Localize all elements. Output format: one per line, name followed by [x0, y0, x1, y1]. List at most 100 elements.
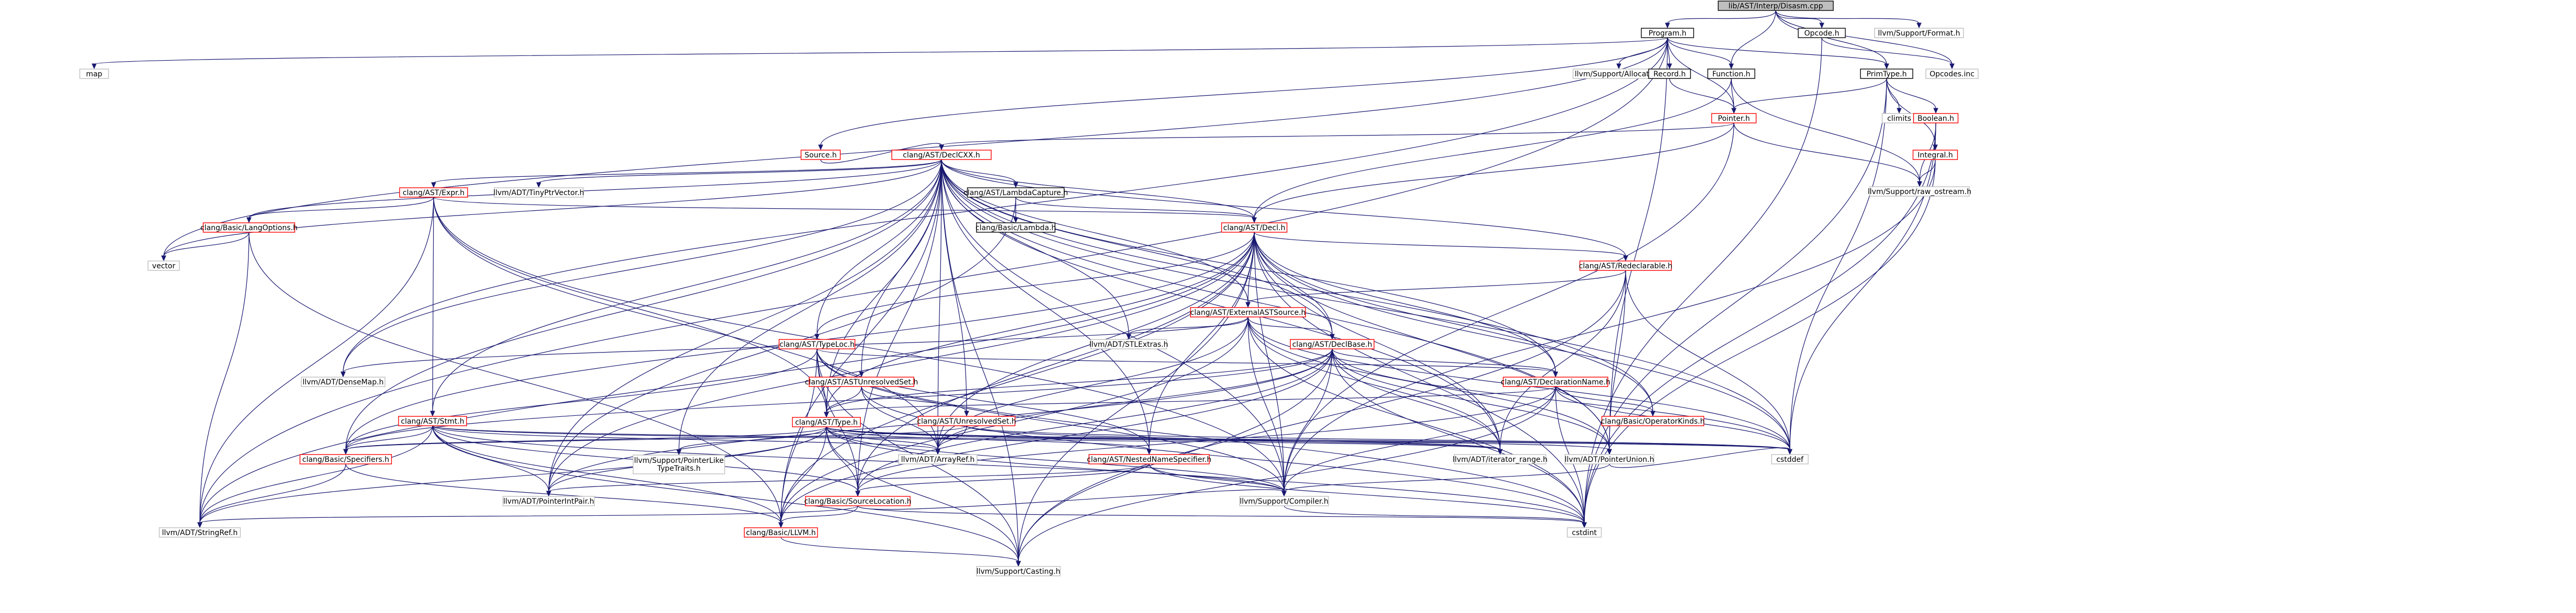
edge-langopts-to-vector [161, 232, 249, 262]
node-source-h[interactable]: Source.h [800, 150, 841, 160]
node-clang-ast-typeloc-h[interactable]: clang/AST/TypeLoc.h [778, 339, 856, 349]
node-label: Opcode.h [1805, 29, 1840, 38]
node-clang-basic-operatorkinds-h[interactable]: clang/Basic/OperatorKinds.h [1601, 416, 1705, 426]
edge-astunresolved-to-type [824, 386, 862, 418]
edge-type-to-specifiers [343, 426, 827, 455]
edge-decl-to-typeloc [814, 232, 1255, 340]
edge-redeclarable-to-iterrange [1497, 270, 1626, 455]
node-label: clang/AST/UnresolvedSet.h [917, 417, 1016, 426]
node-clang-basic-langoptions-h[interactable]: clang/Basic/LangOptions.h [200, 222, 298, 233]
edge-redeclarable-to-casting [1016, 270, 1626, 567]
node-cstddef: cstddef [1771, 454, 1809, 464]
node-label: llvm/Support/Casting.h [977, 567, 1061, 576]
node-clang-ast-astunresolvedset-h[interactable]: clang/AST/ASTUnresolvedSet.h [805, 377, 918, 387]
node-llvm-adt-arrayref-h: llvm/ADT/ArrayRef.h [898, 454, 978, 464]
edge-declbase-to-cstdint [1332, 348, 1587, 528]
edge-program-to-vector [161, 37, 1668, 262]
edge-pointer-to-compiler [1281, 122, 1734, 497]
node-llvm-adt-stlextras-h: llvm/ADT/STLExtras.h [1090, 339, 1168, 349]
node-label: llvm/ADT/PointerIntPair.h [503, 497, 594, 506]
edge-boolean-to-cstddef [1787, 122, 1936, 455]
node-label: clang/AST/Stmt.h [401, 417, 464, 426]
node-clang-basic-specifiers-h[interactable]: clang/Basic/Specifiers.h [299, 454, 392, 464]
edge-primtype-to-boolean [1886, 78, 1938, 114]
node-label: map [86, 70, 102, 78]
edge-astunresolved-to-unresolvedset [861, 386, 969, 417]
node-llvm-adt-pointerunion-h: llvm/ADT/PointerUnion.h [1564, 454, 1654, 464]
node-clang-ast-declcxx-h[interactable]: clang/AST/DeclCXX.h [891, 150, 992, 160]
edge-pointer-to-declcxx [939, 122, 1734, 151]
edge-expr-to-arrayref [433, 197, 940, 455]
node-pointer-h[interactable]: Pointer.h [1711, 113, 1757, 123]
node-clang-basic-sourcelocation-h[interactable]: clang/Basic/SourceLocation.h [804, 496, 912, 506]
node-label: clang/Basic/OperatorKinds.h [1601, 417, 1705, 426]
node-integral-h[interactable]: Integral.h [1912, 150, 1958, 160]
node-clang-ast-unresolvedset-h[interactable]: clang/AST/UnresolvedSet.h [917, 416, 1016, 426]
node-label: clang/AST/Redeclarable.h [1579, 262, 1673, 270]
node-label: cstddef [1776, 456, 1804, 464]
node-label: llvm/Support/Allocator.h [1575, 70, 1663, 78]
node-clang-ast-declarationname-h[interactable]: clang/AST/DeclarationName.h [1501, 377, 1610, 387]
edge-compiler-to-cstdint [1284, 505, 1587, 528]
node-function-h[interactable]: Function.h [1707, 69, 1755, 79]
node-clang-ast-nestednamespecifier-h[interactable]: clang/AST/NestedNameSpecifier.h [1087, 454, 1211, 464]
node-clang-ast-decl-h[interactable]: clang/AST/Decl.h [1221, 222, 1288, 233]
edge-lambdacap-to-decl [1015, 197, 1257, 223]
edge-program-to-map [92, 37, 1668, 70]
edge-boolean-to-cstdint [1582, 122, 1936, 528]
node-label: Boolean.h [1917, 115, 1954, 123]
node-primtype-h[interactable]: PrimType.h [1860, 69, 1913, 79]
edge-decl-to-declbase [1254, 232, 1335, 340]
node-label: cstdint [1572, 529, 1597, 537]
edge-srcloc-to-stringref [197, 505, 858, 528]
edge-typeloc-to-declname [816, 348, 1558, 378]
node-clang-ast-redeclarable-h[interactable]: clang/AST/Redeclarable.h [1579, 260, 1673, 271]
node-program-h[interactable]: Program.h [1641, 28, 1694, 38]
node-label: vector [152, 262, 176, 270]
edge-nns-to-cstdint [1149, 463, 1587, 528]
node-clang-ast-expr-h[interactable]: clang/AST/Expr.h [399, 187, 468, 198]
node-record-h[interactable]: Record.h [1648, 69, 1691, 79]
edge-declname-to-opkinds [1555, 386, 1655, 417]
edge-program-to-ptrunion [1607, 37, 1668, 455]
edge-declcxx-to-typeloc [814, 159, 942, 340]
node-clang-basic-llvm-h[interactable]: clang/Basic/LLVM.h [744, 527, 818, 538]
node-clang-basic-lambda-h[interactable]: clang/Basic/Lambda.h [975, 222, 1056, 233]
edge-decl-to-declname [1254, 232, 1558, 378]
node-label: llvm/ADT/ArrayRef.h [901, 456, 975, 464]
node-opcode-h[interactable]: Opcode.h [1798, 28, 1846, 38]
edge-root-to-program [1665, 10, 1776, 29]
node-boolean-h[interactable]: Boolean.h [1913, 113, 1959, 123]
edge-ptrunion-to-cstddef [1609, 447, 1792, 468]
edge-extsource-to-iextras [1126, 316, 1249, 340]
node-label: llvm/Support/raw_ostream.h [1868, 188, 1971, 196]
node-llvm-support-raw-ostream-h: llvm/Support/raw_ostream.h [1868, 186, 1971, 197]
edge-root-to-function [1729, 10, 1776, 70]
node-clang-ast-type-h[interactable]: clang/AST/Type.h [792, 417, 861, 427]
node-opcodes-inc: Opcodes.inc [1925, 69, 1979, 79]
edge-declcxx-to-arrayref [935, 159, 942, 455]
node-lib-ast-interp-disasm-cpp[interactable]: lib/AST/Interp/Disasm.cpp [1718, 1, 1834, 11]
edge-expr-to-decl [433, 197, 1257, 223]
node-label: climits [1887, 115, 1911, 123]
edge-nns-to-ptrintpair [546, 463, 1150, 497]
node-clang-ast-declbase-h[interactable]: clang/AST/DeclBase.h [1290, 339, 1375, 349]
node-llvm-adt-pointerintpair-h: llvm/ADT/PointerIntPair.h [502, 496, 595, 506]
node-label: Source.h [804, 151, 836, 160]
edge-expr-to-stmt [430, 197, 435, 417]
node-label: clang/AST/DeclarationName.h [1501, 378, 1610, 387]
node-llvm-support-format-h: llvm/Support/Format.h [1874, 28, 1964, 38]
node-clang-ast-stmt-h[interactable]: clang/AST/Stmt.h [398, 416, 467, 426]
edge-root-to-format [1775, 10, 1922, 29]
node-clang-ast-lambdacapture-h[interactable]: clang/AST/LambdaCapture.h [963, 187, 1068, 198]
edge-declcxx-to-lambdacap [941, 159, 1018, 188]
node-label: clang/AST/DeclBase.h [1292, 340, 1372, 349]
node-label: llvm/ADT/StringRef.h [162, 529, 238, 537]
edge-expr-to-langopts [246, 197, 434, 223]
edge-type-to-iterrange [826, 426, 1503, 455]
edge-opcode-to-cstdint [1582, 37, 1822, 528]
node-clang-ast-externalastsource-h[interactable]: clang/AST/ExternalASTSource.h [1190, 307, 1306, 317]
edge-declcxx-to-tinyptr [536, 159, 942, 188]
